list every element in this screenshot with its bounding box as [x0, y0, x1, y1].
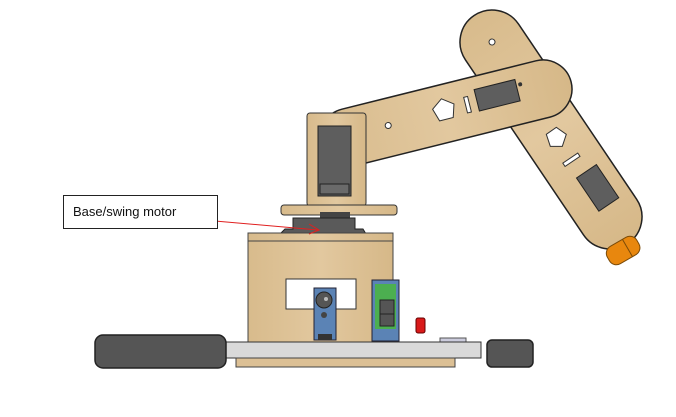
base-plate [210, 341, 482, 359]
base-top-plate [247, 232, 394, 242]
base-wood [235, 357, 456, 368]
callout-label: Base/swing motor [73, 204, 177, 219]
pentagon-hole [545, 126, 567, 147]
battery-pack [94, 334, 227, 369]
controller-board [371, 279, 400, 342]
upper-arm-link [319, 59, 573, 168]
base-servo [313, 287, 337, 341]
gripper [605, 235, 641, 266]
callout-box: Base/swing motor [63, 195, 218, 229]
wrist-servo [575, 163, 620, 212]
elbow-servo [473, 78, 521, 112]
pentagon-hole [431, 98, 455, 122]
side-module [486, 339, 534, 368]
base-swing-motor [278, 217, 367, 235]
led [415, 317, 426, 334]
